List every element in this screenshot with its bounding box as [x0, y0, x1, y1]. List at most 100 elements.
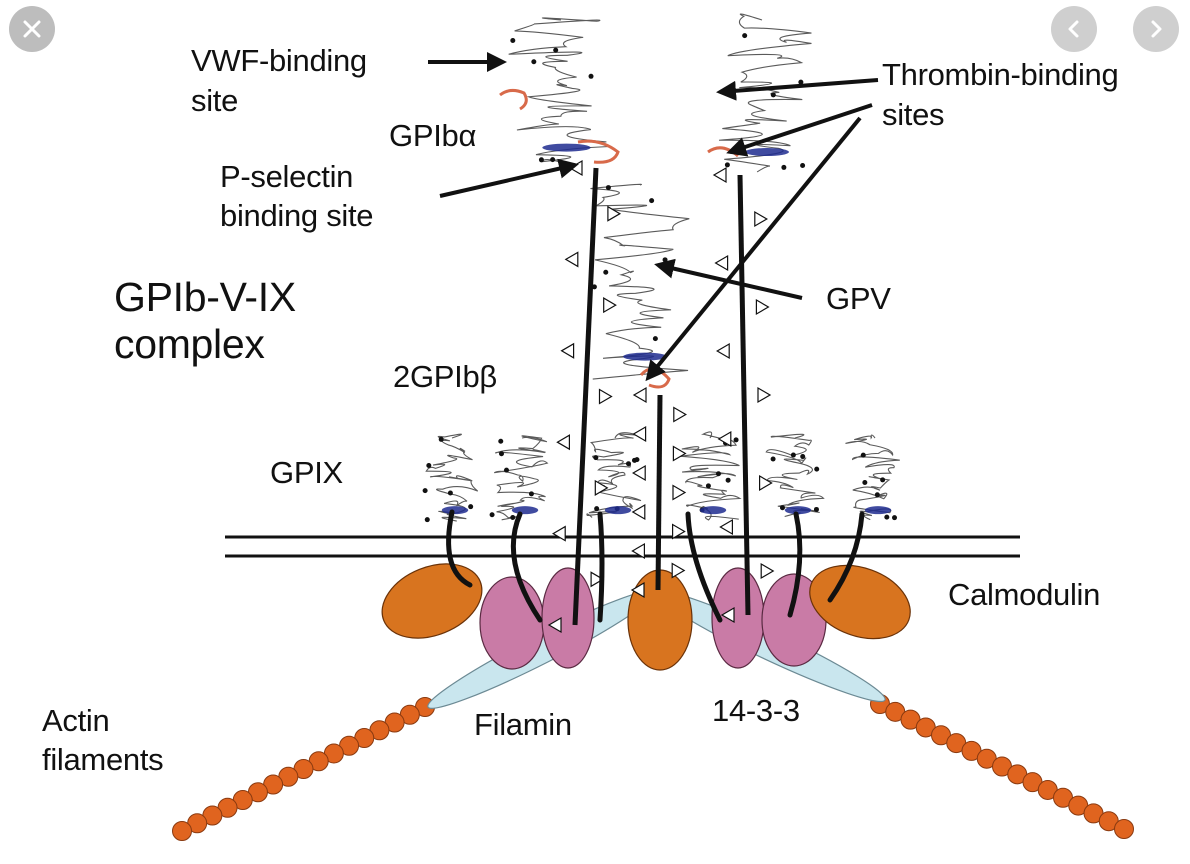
arrow-thrombin-lower	[645, 116, 862, 382]
gpix-structure-3-backbone	[586, 432, 642, 518]
gpiba-left-structure-atom	[531, 59, 537, 65]
cytoplasmic-tail-3	[597, 511, 605, 623]
gpiba-left-structure-helix	[542, 143, 591, 152]
label-gpibb: 2GPIbβ	[393, 359, 497, 394]
pointer-arrows	[428, 52, 879, 382]
gpiba-right-structure-atom	[742, 33, 748, 39]
gpix-structure-2-atom	[498, 451, 504, 457]
gpix-structure-1-atom	[422, 488, 428, 494]
gpix-structure-2-atom	[498, 438, 504, 444]
loop-pselectin	[577, 139, 620, 164]
gpix-structure-5-atom	[814, 466, 820, 472]
label-actin-line2: filaments	[42, 742, 164, 777]
gpix-structure-3	[586, 432, 642, 518]
gpv-glycan-marker	[671, 562, 686, 579]
protein-structures	[422, 13, 900, 523]
gpix-structure-1-backbone	[425, 433, 479, 522]
gpv-glycan-marker	[673, 406, 687, 423]
gpiba-left-structure-atom	[550, 157, 556, 163]
next-button[interactable]	[1133, 6, 1179, 52]
gpv-glycan-marker	[632, 425, 647, 443]
gpiba-right-structure-atom	[781, 164, 787, 170]
close-button[interactable]	[9, 6, 55, 52]
gpix-structure-4-backbone	[680, 431, 742, 521]
label-thrombin-line2: sites	[882, 97, 945, 132]
actin-bead-left	[172, 821, 192, 841]
label-gpix: GPIX	[270, 455, 343, 490]
gpv-structure-atom	[652, 336, 658, 342]
gpix-structure-3-helix	[604, 506, 632, 515]
gpiba-left-glycan-marker	[594, 479, 609, 496]
gpix-structure-6-helix	[864, 506, 892, 515]
gpiba-right-structure	[718, 13, 812, 173]
gpix-structure-6-atom	[880, 477, 886, 483]
gpv-structure-atom	[662, 257, 668, 263]
gpix-structure-6-atom	[884, 514, 890, 520]
gpix-structure-1-atom	[447, 490, 453, 496]
gpiba-right-glycan-marker	[759, 474, 773, 492]
previous-button[interactable]	[1051, 6, 1097, 52]
gpix-structure-4-atom	[725, 477, 731, 483]
gpv-structure	[590, 183, 690, 380]
gpiba-left-structure-atom	[588, 73, 594, 79]
gpix-structure-1-atom	[424, 517, 430, 523]
gpix-structure-2-atom	[489, 512, 495, 518]
gpiba-right-structure-atom	[798, 79, 804, 85]
gpiba-right-structure-helix	[745, 148, 789, 156]
gpiba-right-glycan-marker	[757, 386, 772, 404]
gpiba-right-glycan-marker	[755, 298, 770, 316]
gpix-structure-3-atom	[626, 461, 632, 467]
gpv-stalk	[655, 394, 663, 591]
gpiba-right-structure-atom	[800, 162, 806, 168]
gpiba-right-stalk	[737, 174, 751, 616]
gpix-structure-1-atom	[438, 436, 444, 442]
gpix-structure-6	[845, 434, 900, 521]
gpiba-left-glycan-marker	[603, 297, 617, 314]
gpiba-left-glycan-marker	[547, 616, 562, 634]
gpix-structure-5-helix	[784, 506, 812, 515]
gpv-structure-atom	[605, 185, 611, 191]
gpiba-right-glycan-marker	[760, 562, 775, 580]
cytoplasmic-tail-2	[510, 511, 543, 623]
gpv-structure-atom	[649, 198, 655, 204]
gpiba-left-structure-atom	[510, 37, 516, 43]
glycosylation-markers	[547, 159, 775, 634]
label-pselectin-line1: P-selectin	[220, 159, 354, 194]
gpix-structure-1-atom	[426, 463, 432, 469]
gpix-structure-6-atom	[874, 492, 880, 498]
gpiba-right-glycan-marker	[717, 430, 732, 448]
gpiba-right-structure-atom	[770, 92, 776, 98]
label-pselectin-line2: binding site	[220, 198, 374, 233]
gpv-structure-atom	[603, 269, 609, 275]
label-gpiba: GPIbα	[389, 118, 477, 153]
protein-14-3-3	[479, 576, 545, 670]
protein-14-3-3	[541, 567, 595, 669]
calmodulin-left	[381, 563, 483, 639]
gpix-structure-3-atom	[594, 506, 600, 512]
gpv-glycan-marker	[672, 445, 687, 462]
gpiba-left-structure-backbone	[508, 17, 610, 164]
gpix-structure-6-atom	[860, 452, 866, 458]
gpiba-right-glycan-marker	[712, 166, 727, 184]
arrow-pselectin	[439, 158, 579, 198]
chevron-left-icon	[1068, 20, 1079, 38]
gpix-structure-1-atom	[468, 504, 474, 510]
label-gpv: GPV	[826, 281, 891, 316]
plasma-membrane	[225, 535, 1020, 558]
gpix-structure-5-atom	[779, 505, 785, 511]
gpiba-left-glycan-marker	[556, 434, 570, 451]
gpix-structure-6-atom	[892, 515, 898, 521]
gpv-structure-backbone	[590, 183, 690, 380]
gpv-glycan-marker	[630, 581, 645, 599]
gpiba-right-glycan-marker	[714, 254, 729, 272]
label-thrombin-line1: Thrombin-binding	[882, 57, 1119, 92]
gpv-glycan-marker	[631, 542, 645, 560]
gpix-structure-5	[765, 433, 825, 518]
gpiba-left-glycan-marker	[560, 342, 575, 359]
gpiba-right-glycan-marker	[719, 518, 733, 536]
chevron-right-icon	[1151, 20, 1162, 38]
label-vwf-line1: VWF-binding	[191, 43, 367, 78]
gpiba-right-structure-atom	[724, 162, 730, 168]
gpix-structure-2	[489, 435, 549, 521]
